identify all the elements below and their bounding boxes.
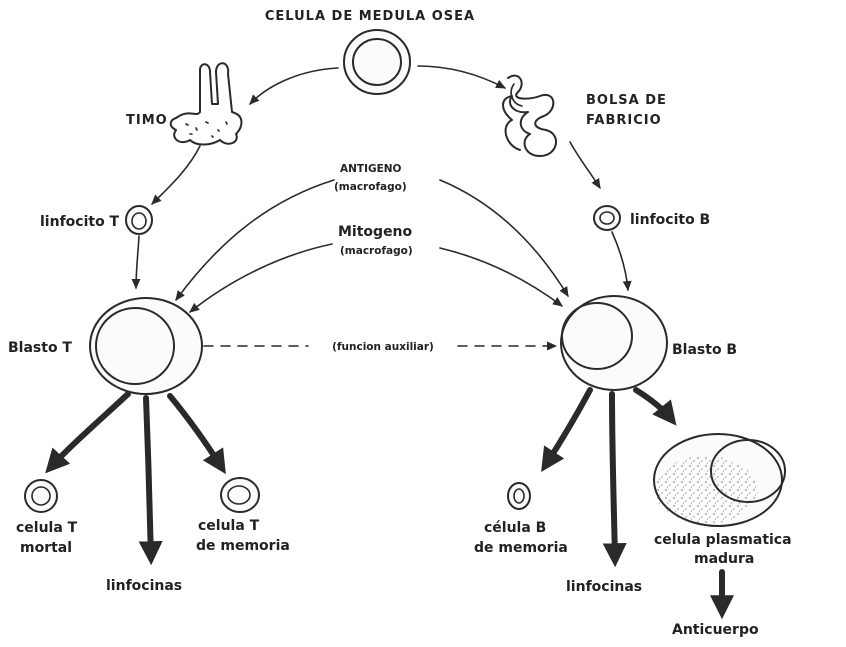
b-memory-cell [508,483,530,509]
plasma-label-line2: madura [694,551,754,567]
b-lymphocyte-cell [594,206,620,230]
t-blast-cell [90,298,202,394]
arrow-b-lymphocyte-to-blast [612,232,628,290]
plasma-cell [654,434,785,526]
b-memory-label-line2: de memoria [474,540,568,556]
t-memory-cell [221,478,259,512]
b-blast-output-arrows [545,390,672,560]
mitogen-label-line1: Mitogeno [338,224,413,240]
lymphokines-left-label: linfocinas [106,578,182,594]
helper-function-label: (funcion auxiliar) [332,341,434,353]
t-memory-label-line2: de memoria [196,538,290,554]
t-killer-label-line1: celula T [16,520,78,536]
antibody-label: Anticuerpo [672,622,759,638]
arrow-thymus-to-t-lymphocyte [152,146,200,204]
thymus-label: TIMO [126,113,168,128]
plasma-label-line1: celula plasmatica [654,532,792,548]
t-lymphocyte-label: linfocito T [40,214,120,230]
arrow-mitogen-to-b-blast [440,248,562,306]
antigen-label-line2: (macrofago) [334,181,407,193]
arrow-antigen-to-b-blast [440,180,568,296]
bursa-label-line1: BOLSA DE [586,93,667,108]
b-lymphocyte-label: linfocito B [630,212,710,228]
arrow-marrow-to-thymus [250,68,338,104]
t-lymphocyte-cell [126,206,152,234]
arrow-antigen-to-t-blast [176,180,334,300]
arrow-bursa-to-b-lymphocyte [570,142,600,188]
bone-marrow-cell [344,30,410,94]
b-blast-label: Blasto B [672,342,737,358]
mitogen-label-line2: (macrofago) [340,245,413,257]
bursa-shape [503,76,556,156]
t-killer-label-line2: mortal [20,540,72,556]
bone-marrow-label: CELULA DE MEDULA OSEA [265,9,475,24]
bursa-label-line2: FABRICIO [586,113,662,128]
arrow-mitogen-to-t-blast [190,244,332,312]
b-blast-cell [561,296,667,390]
t-blast-label: Blasto T [8,340,72,356]
thymus-shape [171,63,242,144]
b-memory-label-line1: célula B [484,520,546,536]
lymphokines-right-label: linfocinas [566,579,642,595]
arrow-marrow-to-bursa [418,66,505,88]
t-memory-label-line1: celula T [198,518,260,534]
antigen-label-line1: ANTIGENO [340,163,402,175]
t-killer-cell [25,480,57,512]
arrow-t-lymphocyte-to-blast [136,236,139,288]
